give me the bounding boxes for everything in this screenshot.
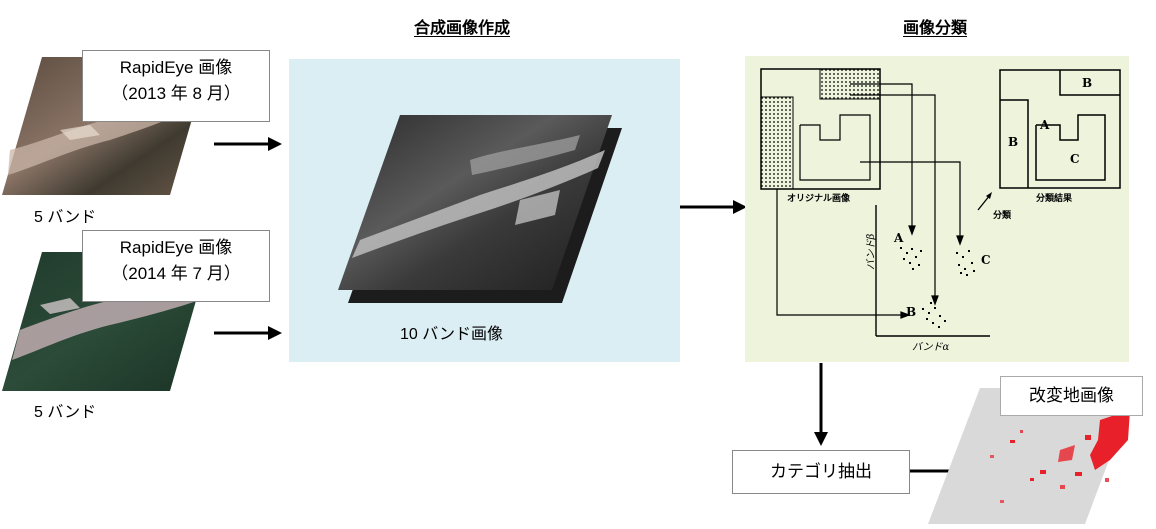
- change-pixels: [990, 410, 1130, 503]
- result-label-a: A: [1040, 118, 1050, 132]
- composite-title: 合成画像作成: [414, 20, 511, 37]
- input1-title: RapidEye 画像: [119, 58, 233, 77]
- cluster-c: [956, 250, 975, 276]
- category-extract-box: カテゴリ抽出: [732, 450, 910, 494]
- arrow-composite-to-classification: [680, 200, 747, 214]
- input1-bands: 5 バンド: [34, 209, 97, 226]
- input2-label-box: RapidEye 画像 （2014 年 7 月）: [82, 230, 270, 302]
- cluster-a: [900, 247, 922, 270]
- scatter-axes: [875, 205, 990, 337]
- arrow-input2-to-composite: [214, 326, 282, 340]
- classification-title: 画像分類: [903, 20, 968, 37]
- input2-bands: 5 バンド: [34, 404, 97, 421]
- original-image-label: オリジナル画像: [787, 194, 851, 204]
- input1-label-box: RapidEye 画像 （2013 年 8 月）: [82, 50, 270, 122]
- input1-date: （2013 年 8 月）: [111, 84, 241, 103]
- arrow-classification-to-extract: [814, 363, 828, 446]
- arrow-input1-to-composite: [214, 137, 282, 151]
- result-label-c: C: [1070, 152, 1080, 166]
- classify-arrow: [977, 192, 992, 211]
- input2-date: （2014 年 7 月）: [111, 264, 241, 283]
- cluster-b: [922, 302, 946, 328]
- projection-lines: [776, 83, 964, 319]
- output-label-box: 改変地画像: [1000, 376, 1143, 416]
- original-image-box: [760, 68, 881, 190]
- input2-title: RapidEye 画像: [119, 238, 233, 257]
- scatter-label-c: C: [981, 253, 991, 267]
- classify-label: 分類: [993, 211, 1012, 221]
- scatter-label-a: A: [894, 231, 904, 245]
- result-image-box: [999, 69, 1121, 189]
- result-label: 分類結果: [1036, 194, 1073, 204]
- composite-front-layer: [338, 115, 612, 290]
- classification-panel: [745, 56, 1129, 362]
- scatter-label-b: B: [906, 305, 917, 319]
- result-label-b-top: B: [1082, 76, 1093, 90]
- axis-x-label: バンドα: [912, 342, 950, 353]
- result-label-b-left: B: [1008, 135, 1019, 149]
- composite-caption: 10 バンド画像: [400, 326, 504, 343]
